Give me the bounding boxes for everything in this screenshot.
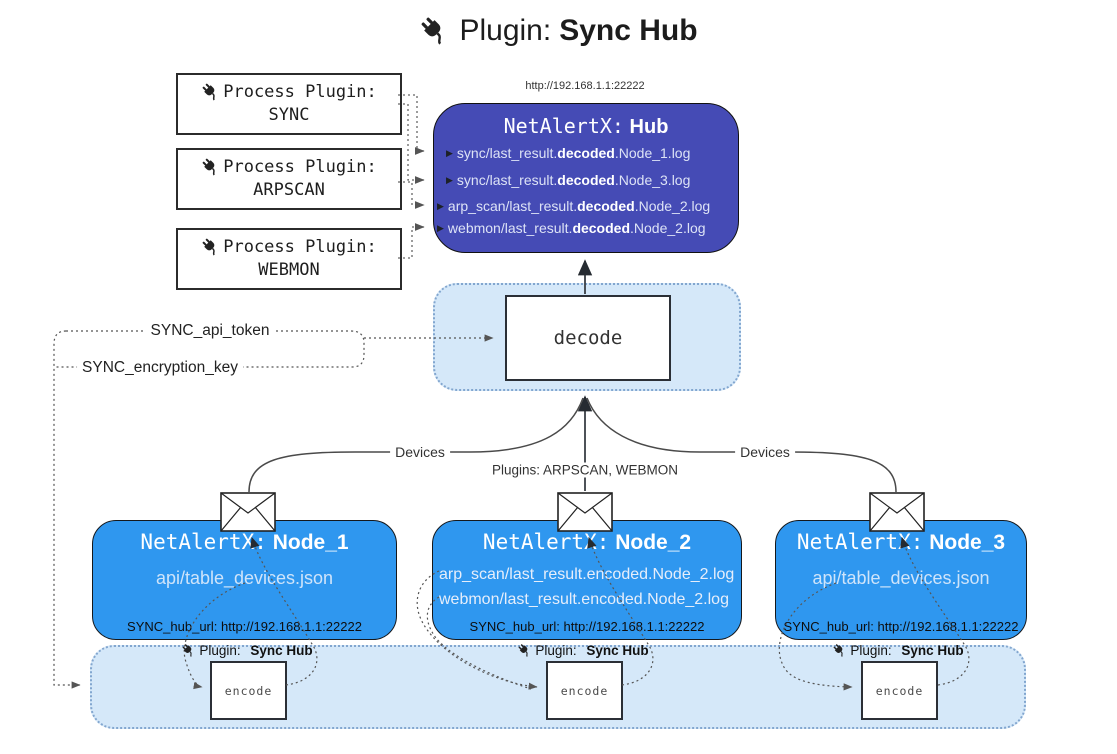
node-files: arp_scan/last_result.encoded.Node_2.log … [439, 562, 741, 612]
triangle-right-icon: ▶ [446, 147, 453, 158]
plug-icon [518, 644, 528, 657]
hub-box: NetAlertX: Hub ▶ sync/last_result.decode… [433, 103, 739, 253]
encode-box: encode [210, 661, 287, 720]
sync-encryption-key-label: SYNC_encryption_key [77, 359, 243, 377]
plug-icon [182, 644, 192, 657]
hub-title-prefix: NetAlertX: [503, 114, 624, 138]
node-file: arp_scan/last_result.encoded.Node_2.log [439, 566, 735, 583]
sync-api-token-label: SYNC_api_token [145, 322, 275, 340]
process-plugin-arpscan: Process Plugin: ARPSCAN [176, 148, 402, 210]
plug-icon [202, 83, 216, 101]
plugins-edge-label: Plugins: ARPSCAN, WEBMON [486, 462, 684, 478]
encode-box: encode [861, 661, 938, 720]
node-hub-url: SYNC_hub_url: http://192.168.1.1:22222 [783, 619, 1019, 634]
node-title: NetAlertX: Node_1 [140, 530, 349, 554]
hub-log-text: webmon/last_result.decoded.Node_2.log [447, 220, 706, 236]
hub-log-line: ▶ webmon/last_result.decoded.Node_2.log [437, 220, 706, 236]
process-plugin-name: SYNC [268, 105, 310, 125]
process-plugin-name: WEBMON [258, 260, 320, 280]
plug-icon [202, 238, 216, 256]
node-1-box: NetAlertX: Node_1 api/table_devices.json… [92, 520, 397, 640]
plug-icon [202, 158, 216, 176]
node-file: api/table_devices.json [155, 568, 334, 588]
node-title: NetAlertX: Node_3 [796, 530, 1006, 554]
hub-url: http://192.168.1.1:22222 [525, 80, 645, 92]
hub-log-text: arp_scan/last_result.decoded.Node_2.log [447, 198, 711, 214]
plug-icon [833, 644, 843, 657]
node-3-box: NetAlertX: Node_3 api/table_devices.json… [775, 520, 1027, 640]
devices-label-left: Devices [390, 444, 450, 460]
process-plugin-sync: Process Plugin: SYNC [176, 73, 402, 135]
process-plugin-name: ARPSCAN [253, 180, 325, 200]
title-bold: Sync Hub [559, 14, 698, 47]
devices-label-right: Devices [735, 444, 795, 460]
node-hub-url: SYNC_hub_url: http://192.168.1.1:22222 [469, 619, 705, 634]
triangle-right-icon: ▶ [437, 222, 444, 233]
node-file: webmon/last_result.encoded.Node_2.log [439, 591, 729, 608]
node-hub-url: SYNC_hub_url: http://192.168.1.1:22222 [127, 619, 362, 634]
hub-log-text: sync/last_result.decoded.Node_1.log [456, 145, 691, 161]
title-text: Plugin: [459, 14, 552, 47]
hub-log-line: ▶ arp_scan/last_result.decoded.Node_2.lo… [437, 198, 710, 214]
hub-log-text: sync/last_result.decoded.Node_3.log [456, 172, 691, 188]
devices-curves [248, 397, 897, 493]
decode-box: decode [505, 295, 671, 381]
page-title: Plugin: Sync Hub [0, 14, 1117, 48]
encode-plugin-label: Plugin: Sync Hub [832, 643, 964, 658]
plug-icon [422, 17, 442, 45]
triangle-right-icon: ▶ [437, 200, 444, 211]
triangle-right-icon: ▶ [446, 174, 453, 185]
node-title: NetAlertX: Node_2 [482, 530, 692, 554]
encode-plugin-label: Plugin: Sync Hub [181, 643, 313, 658]
node-2-box: NetAlertX: Node_2 arp_scan/last_result.e… [432, 520, 742, 640]
hub-log-line: ▶ sync/last_result.decoded.Node_1.log [446, 145, 690, 161]
process-plugin-label: Process Plugin: [223, 237, 377, 257]
hub-log-line: ▶ sync/last_result.decoded.Node_3.log [446, 172, 690, 188]
encode-plugin-label: Plugin: Sync Hub [517, 643, 649, 658]
encode-box: encode [546, 661, 623, 720]
node-file: api/table_devices.json [812, 568, 990, 588]
process-plugin-webmon: Process Plugin: WEBMON [176, 228, 402, 290]
process-plugin-label: Process Plugin: [223, 82, 377, 102]
process-plugin-label: Process Plugin: [223, 157, 377, 177]
hub-title-bold: Hub [629, 116, 669, 138]
hub-title: NetAlertX: Hub [434, 114, 738, 139]
